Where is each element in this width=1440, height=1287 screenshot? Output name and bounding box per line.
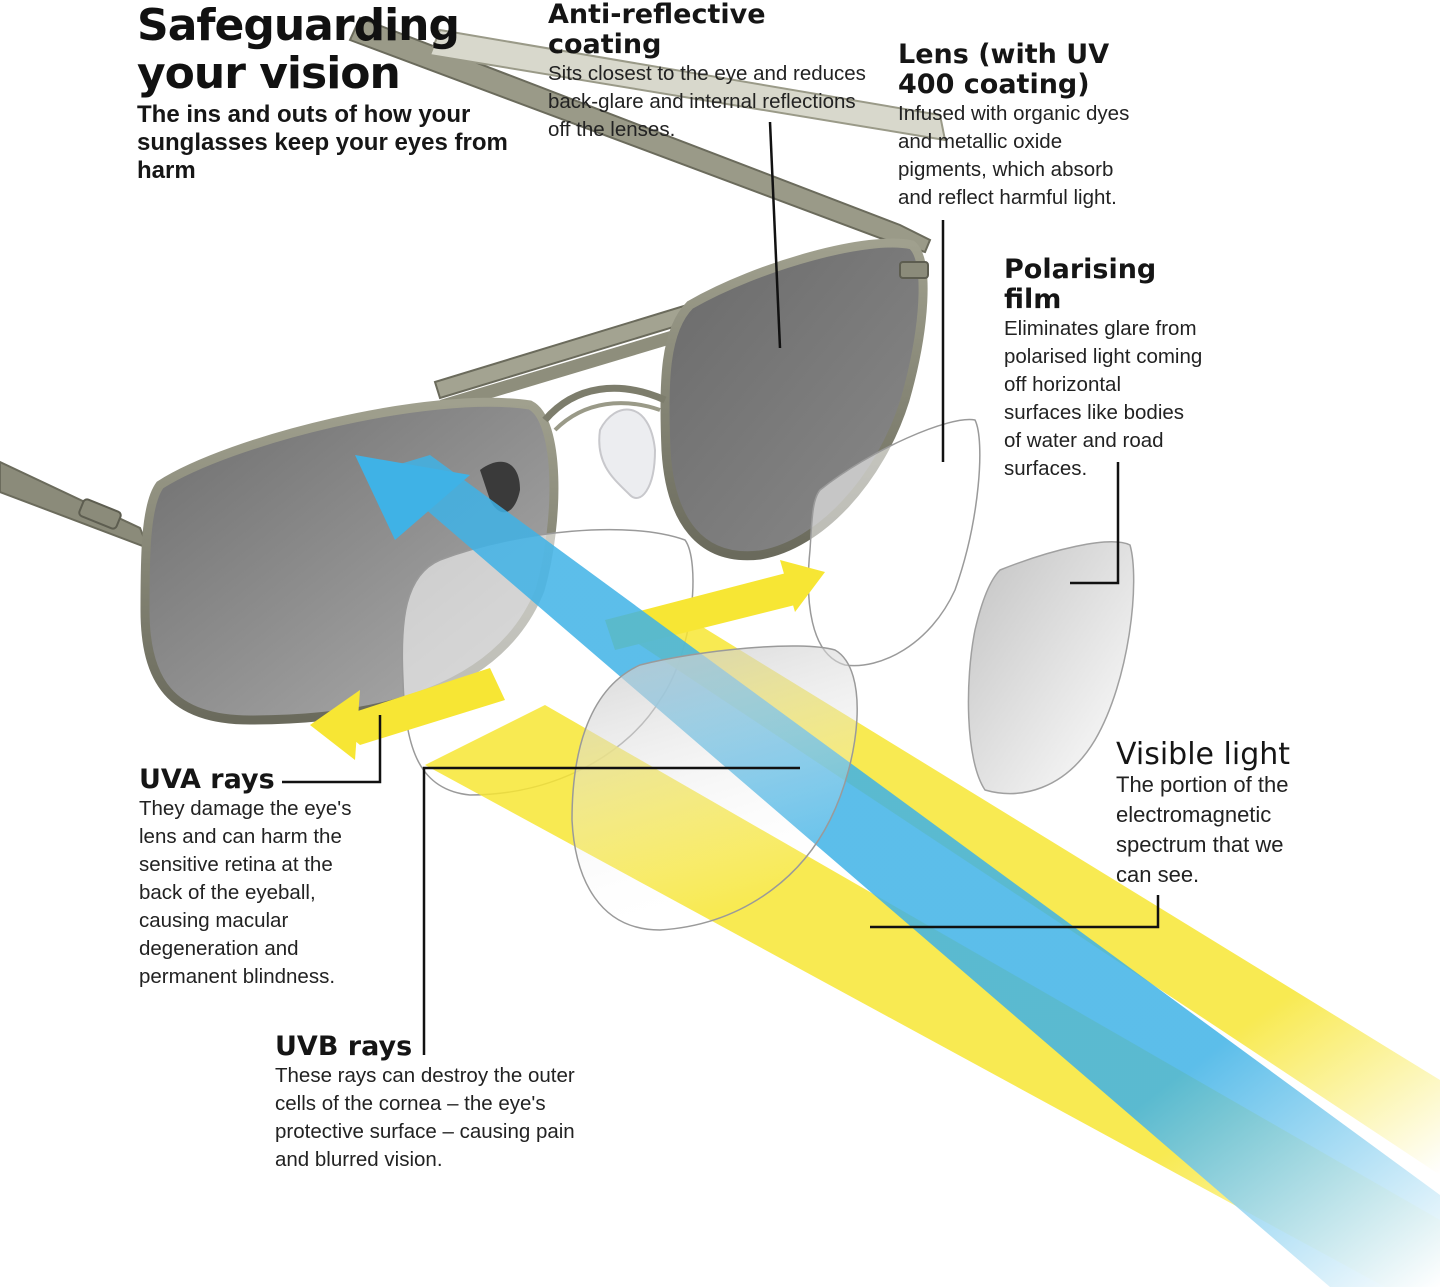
hinge-left (78, 498, 122, 530)
page-subtitle: The ins and outs of how your sunglasses … (137, 101, 508, 184)
leader-uvb (422, 766, 800, 1055)
temple-arm-right (348, 16, 947, 254)
callout-text: The portion of the electromagnetic spect… (1116, 772, 1289, 887)
leader-lines (282, 121, 1160, 1055)
callout-text: Sits closest to the eye and reduces back… (548, 62, 866, 141)
callout-anti-reflective: Anti-reflective coating Sits closest to … (548, 0, 878, 144)
leader-visible (870, 895, 1160, 929)
callout-heading: UVA rays (139, 764, 275, 795)
hinge-right (899, 261, 929, 279)
callout-heading: Polarising film (1004, 254, 1157, 315)
temple-arm-left (0, 460, 150, 550)
callout-visible-light: Visible light The portion of the electro… (1116, 740, 1326, 890)
callout-heading: UVB rays (275, 1031, 413, 1062)
polarising-film-layer (571, 645, 858, 931)
callout-polarising: Polarising film Eliminates glare from po… (1004, 255, 1214, 483)
leader-polarising (1070, 462, 1120, 585)
callout-uva: UVA rays They damage the eye's lens and … (139, 765, 379, 991)
visible-light-ray (355, 455, 1440, 1287)
callout-heading: Visible light (1116, 737, 1291, 772)
callout-text: Eliminates glare from polarised light co… (1004, 317, 1203, 480)
callout-text: These rays can destroy the outer cells o… (275, 1064, 575, 1171)
callout-uvb: UVB rays These rays can destroy the oute… (275, 1032, 615, 1174)
callout-text: They damage the eye's lens and can harm … (139, 797, 352, 988)
page-title: Safeguarding your vision (137, 0, 460, 99)
callout-heading: Lens (with UV 400 coating) (898, 39, 1110, 100)
callout-heading: Anti-reflective coating (548, 0, 766, 60)
leader-uva (282, 715, 382, 784)
callout-text: Infused with organic dyes and metallic o… (898, 102, 1130, 209)
leader-anti-reflective (768, 121, 782, 349)
callout-lens: Lens (with UV 400 coating) Infused with … (898, 40, 1168, 212)
